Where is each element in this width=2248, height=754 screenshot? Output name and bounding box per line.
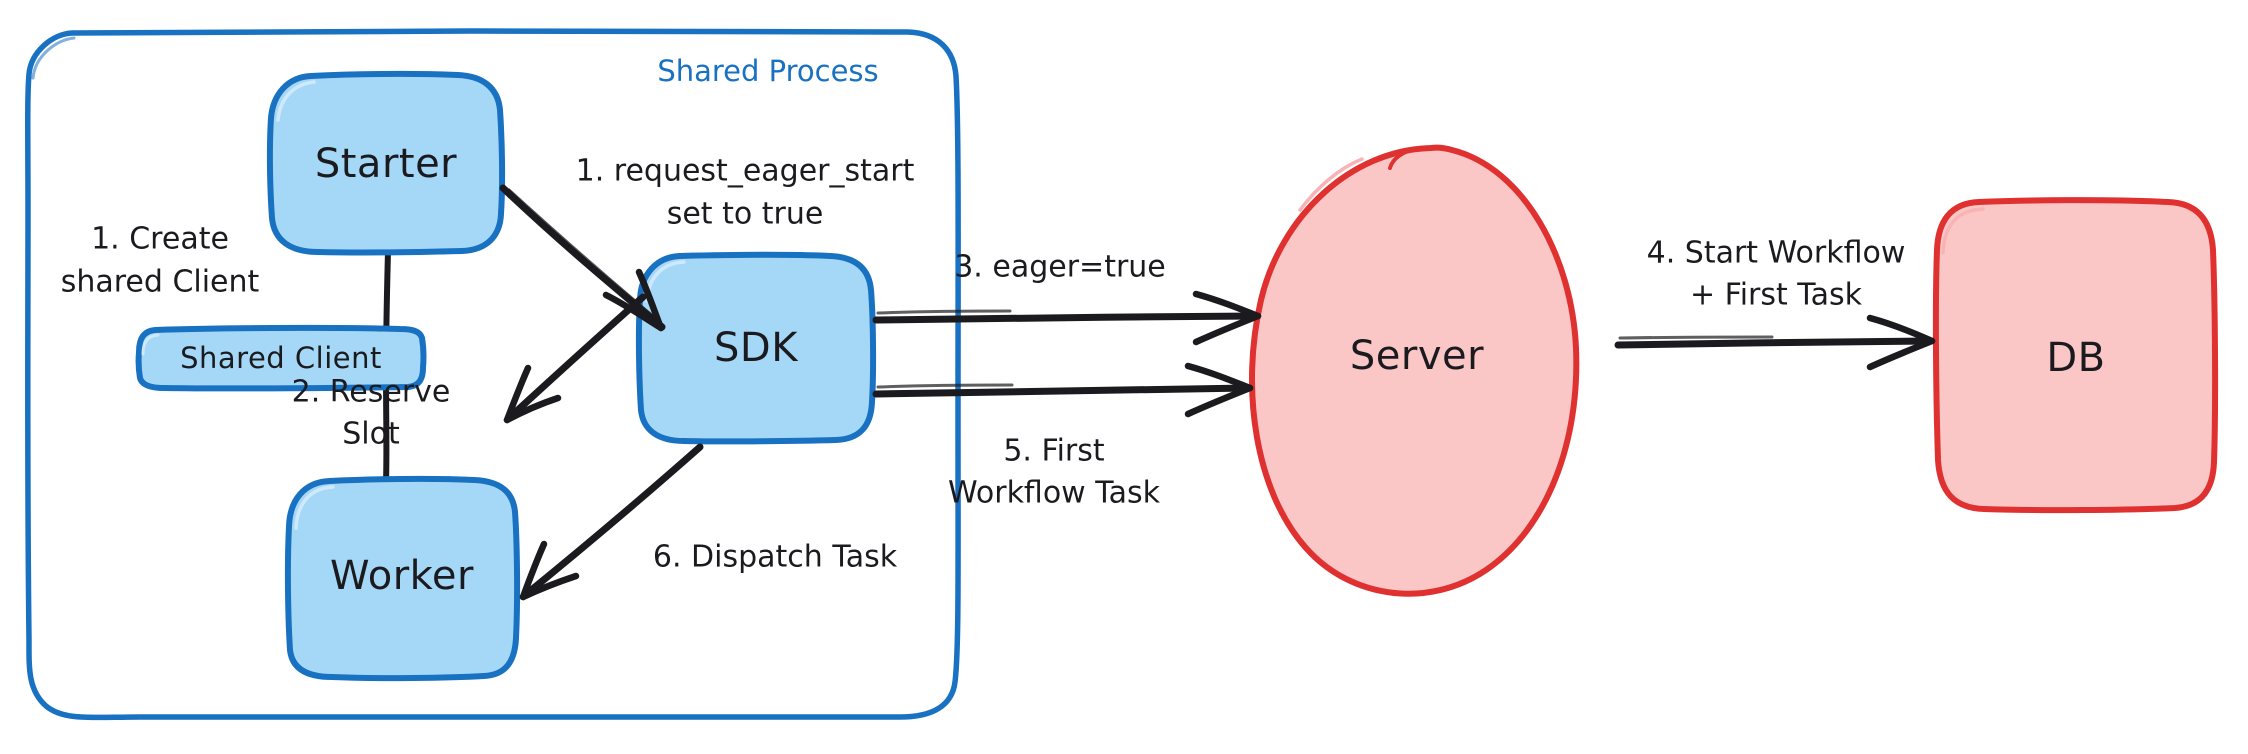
node-sdk[interactable]: SDK <box>635 251 877 445</box>
edge-sdk-to-server-eager[interactable]: 3. eager=true <box>872 250 1262 346</box>
group-label-shared-process: Shared Process <box>657 54 878 88</box>
edge-label-0-line2: shared Client <box>61 265 260 300</box>
node-label-shared-client: Shared Client <box>180 341 382 375</box>
edge-starter-to-sdk[interactable]: 1. request_eager_start set to true <box>499 154 915 332</box>
node-label-worker: Worker <box>330 553 474 599</box>
edge-label-6-line1: 6. Dispatch Task <box>653 540 898 575</box>
edge-label-3-line1: 3. eager=true <box>954 250 1166 285</box>
node-starter[interactable]: Starter <box>266 70 506 256</box>
node-label-starter: Starter <box>315 141 457 187</box>
node-worker[interactable]: Worker <box>284 475 521 682</box>
edge-label-5-line2: Workflow Task <box>948 476 1161 511</box>
edge-sdk-to-worker-reserve[interactable]: 2. Reserve Slot <box>292 293 647 452</box>
edge-label-1-line2: set to true <box>667 197 824 232</box>
edge-sdk-to-worker-dispatch[interactable]: 6. Dispatch Task <box>519 443 898 601</box>
edge-label-2-line1: 2. Reserve <box>292 375 451 410</box>
node-label-sdk: SDK <box>714 325 799 371</box>
edge-label-create-shared-client: 1. Create shared Client <box>61 222 260 300</box>
node-label-server: Server <box>1350 333 1484 379</box>
edge-server-to-db[interactable]: 4. Start Workflow + First Task <box>1614 236 1936 371</box>
node-shared-client[interactable]: Shared Client <box>135 324 427 392</box>
node-label-db: DB <box>2046 335 2105 381</box>
edge-label-4-line1: 4. Start Workflow <box>1647 236 1906 271</box>
edge-label-5-line1: 5. First <box>1003 434 1105 469</box>
node-db[interactable]: DB <box>1932 197 2219 514</box>
group-shared-process[interactable]: Shared Process <box>25 28 961 721</box>
edge-label-2-line2: Slot <box>342 417 400 452</box>
edge-label-4-line2: + First Task <box>1690 278 1863 313</box>
edge-label-1-line1: 1. request_eager_start <box>576 154 915 189</box>
node-server[interactable]: Server <box>1248 144 1580 597</box>
edge-sdk-to-server-first-task[interactable]: 5. First Workflow Task <box>872 362 1254 511</box>
edge-label-0-line1: 1. Create <box>91 222 229 257</box>
